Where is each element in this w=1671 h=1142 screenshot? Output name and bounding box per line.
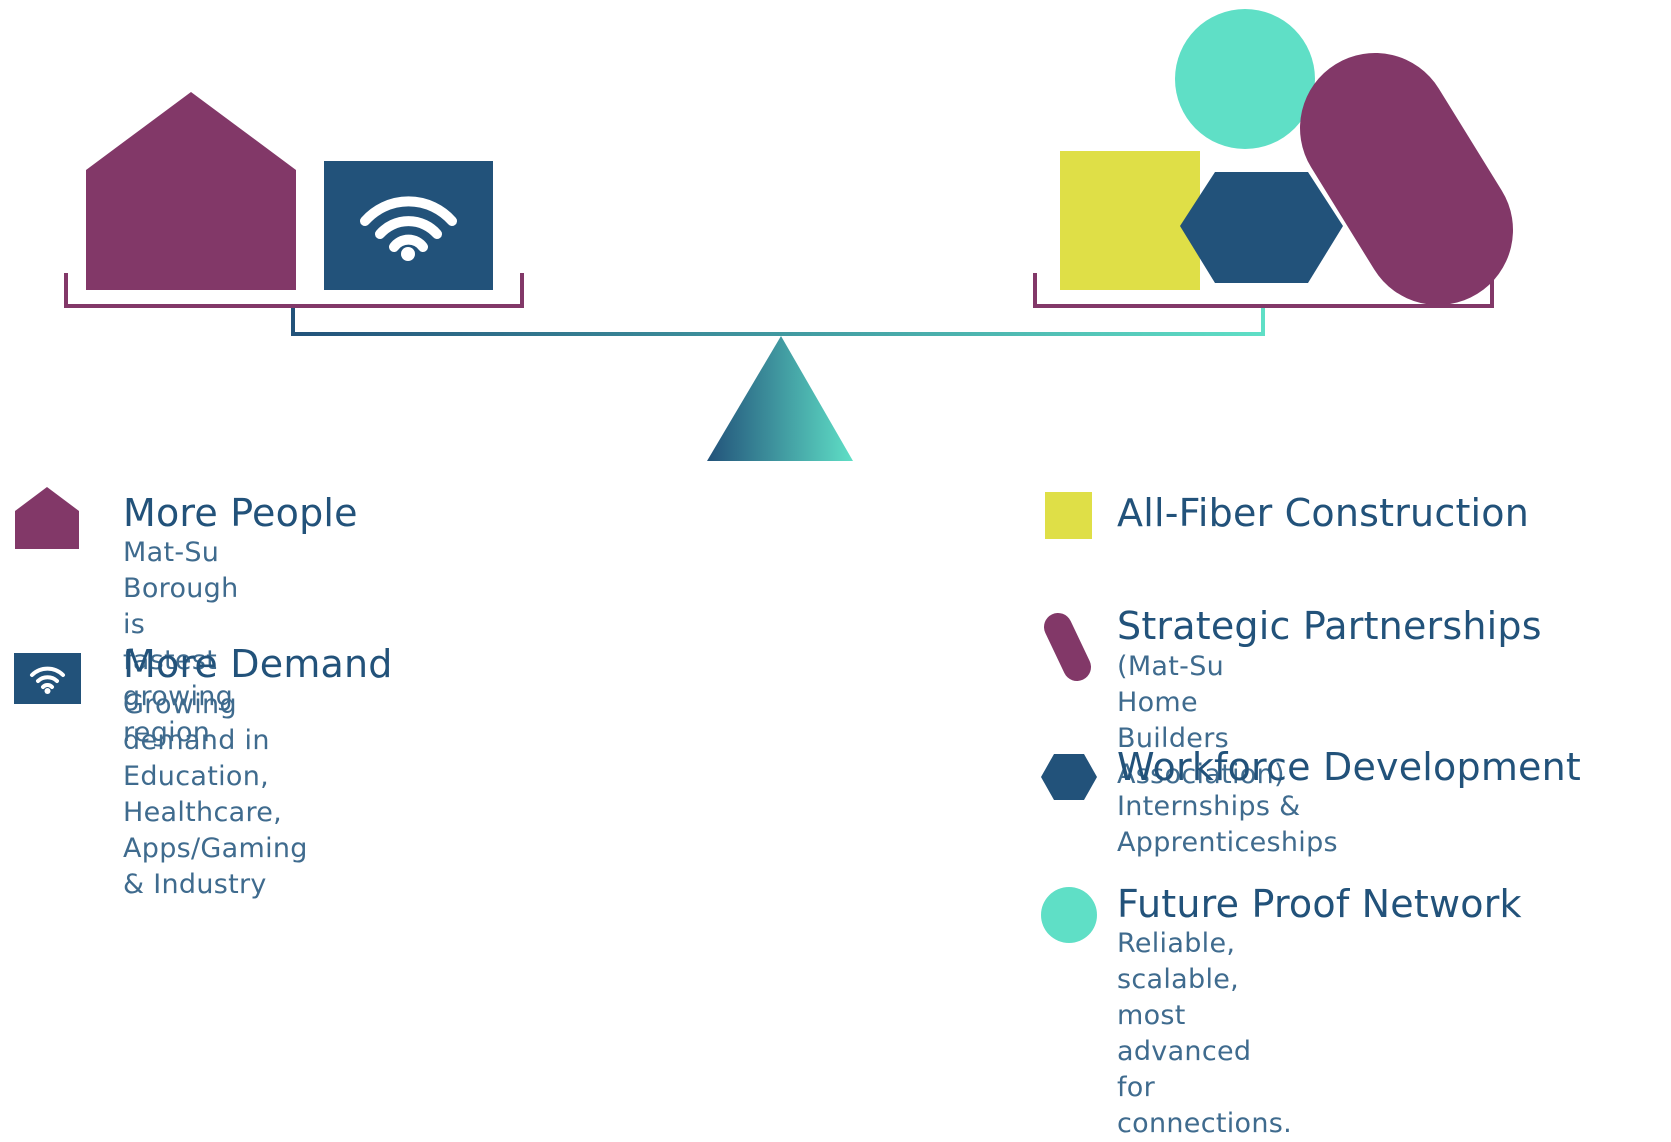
house-icon <box>86 92 296 290</box>
scale-beam <box>291 308 1265 336</box>
legend-title: More People <box>123 491 358 535</box>
house-icon <box>15 487 79 549</box>
pill-icon <box>1300 53 1513 305</box>
legend-description: (Mat-Su Home Builders Association) <box>1117 651 1285 790</box>
circle-icon <box>1175 9 1315 149</box>
legend-description: Growing demand in Education, Healthcare,… <box>123 689 308 900</box>
balance-scale-diagram <box>64 9 1513 461</box>
right-scale-tray <box>1033 273 1494 308</box>
legend-description: Mat-Su Borough is fastest growing region <box>123 537 239 748</box>
pill-icon <box>1044 613 1091 681</box>
legend-title: More Demand <box>123 642 393 686</box>
legend-title: Strategic Partnerships <box>1117 604 1542 648</box>
hexagon-icon <box>1180 172 1343 283</box>
legend-title: Future Proof Network <box>1117 882 1522 926</box>
legend-description: Reliable, scalable, most advanced for co… <box>1117 928 1293 1139</box>
wifi-icon <box>14 653 81 704</box>
square-icon <box>1060 151 1200 290</box>
hexagon-icon <box>1041 754 1097 800</box>
circle-icon <box>1041 887 1097 943</box>
legend-title: Workforce Development <box>1117 745 1582 789</box>
square-icon <box>1045 492 1092 539</box>
left-scale-tray <box>64 273 524 308</box>
legend-title: All-Fiber Construction <box>1117 491 1530 535</box>
scale-fulcrum <box>707 336 853 461</box>
wifi-icon <box>324 161 493 290</box>
legend-description: Internships & Apprenticeships <box>1117 791 1338 858</box>
